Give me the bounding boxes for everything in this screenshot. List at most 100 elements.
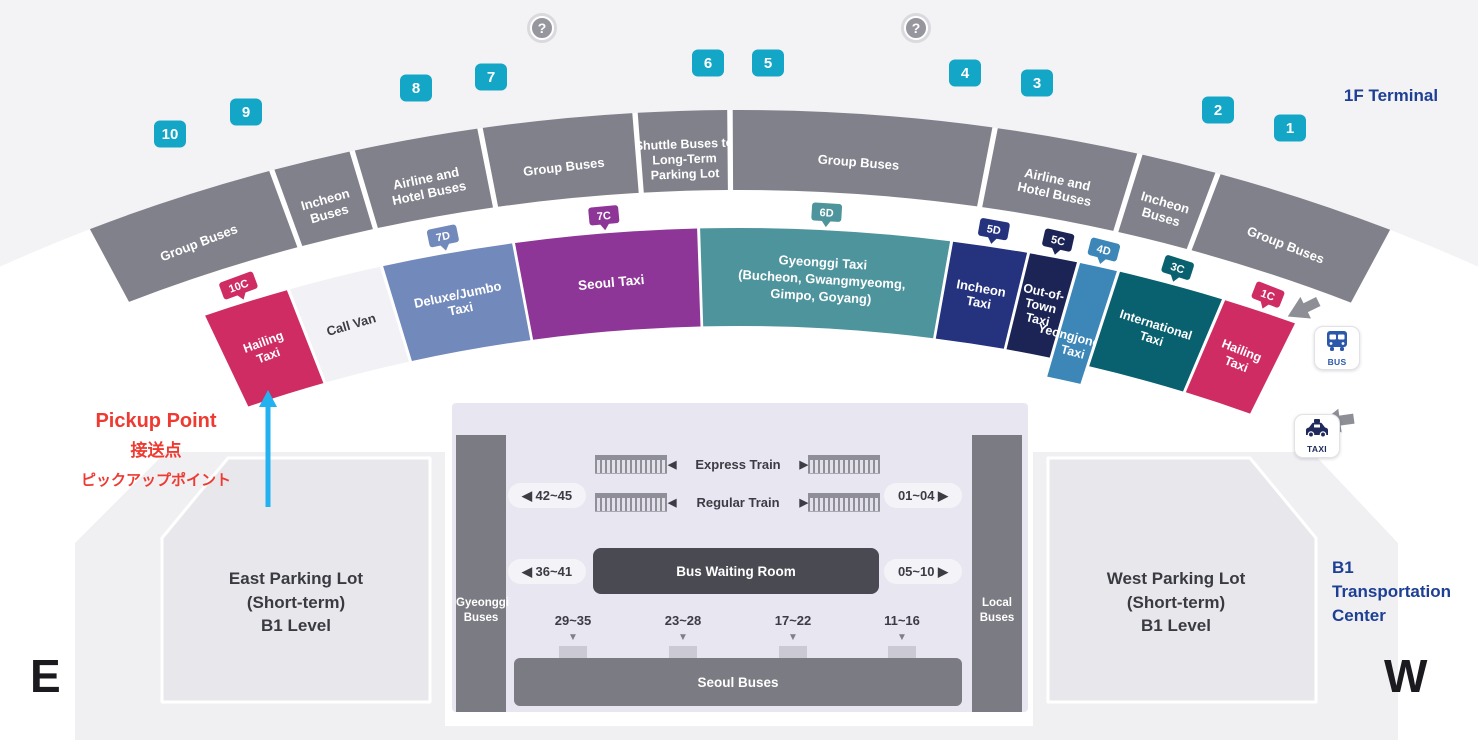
east-parking-shape bbox=[160, 456, 432, 704]
east-parking-line: East Parking Lot bbox=[228, 569, 364, 588]
local-line: Local bbox=[981, 597, 1013, 609]
gates-05-10-badge[interactable]: 05~10 ▶ bbox=[884, 559, 962, 584]
gate-11-16: 11~16 ▼ bbox=[862, 613, 942, 646]
gates-42-45-badge[interactable]: ◀ 42~45 bbox=[508, 483, 586, 508]
svg-text:7C: 7C bbox=[596, 210, 611, 223]
local-buses-label: Local Buses bbox=[972, 596, 1022, 626]
zone-label: Seoul Taxi bbox=[577, 272, 645, 293]
gates-36-41-badge[interactable]: ◀ 36~41 bbox=[508, 559, 586, 584]
platform-icon bbox=[808, 493, 880, 512]
stop-number-9[interactable]: 9 bbox=[230, 98, 262, 126]
bus-zone-shuttle-buses-longterm[interactable]: Shuttle Buses toLong-TermParking Lot bbox=[634, 110, 735, 193]
svg-text:10: 10 bbox=[162, 126, 179, 143]
svg-text:9: 9 bbox=[242, 104, 250, 121]
taxi-zone-gyeonggi-taxi-6d[interactable]: Gyeonggi Taxi(Bucheon, Gwangmyeomg,Gimpo… bbox=[700, 227, 951, 339]
arrow-right-icon: ▶ bbox=[799, 459, 808, 471]
platform-icon bbox=[595, 493, 667, 512]
svg-text:1: 1 bbox=[1286, 120, 1294, 137]
out-of-town-taxi-5c-shape bbox=[1006, 253, 1077, 358]
taxi-stand-card[interactable]: TAXI bbox=[1294, 414, 1340, 458]
shuttle-buses-longterm-shape bbox=[637, 110, 728, 193]
bus-zone-group-buses-e2[interactable]: Group Buses bbox=[1191, 174, 1391, 303]
east-parking-line: B1 Level bbox=[261, 616, 331, 635]
stop-number-5[interactable]: 5 bbox=[752, 49, 784, 77]
gate-tab bbox=[559, 646, 587, 659]
gyeonggi-taxi-6d-shape bbox=[700, 227, 951, 339]
help-icon[interactable]: ? bbox=[527, 13, 557, 43]
group-buses-e-shape bbox=[732, 109, 993, 207]
gate-23-28: 23~28 ▼ bbox=[643, 613, 723, 646]
taxi-zone-out-of-town-taxi-5c[interactable]: Out-of-TownTaxi bbox=[1006, 253, 1078, 358]
bus-zone-airline-hotel-buses-w[interactable]: Airline andHotel Buses bbox=[354, 128, 493, 228]
zone-label: IncheonTaxi bbox=[953, 276, 1007, 314]
taxi-zone-call-van[interactable]: Call Van bbox=[289, 266, 409, 383]
arrow-right-icon: ▶ bbox=[799, 497, 808, 509]
incheon-taxi-5d-shape bbox=[935, 241, 1028, 349]
bus-zone-airline-hotel-buses-e[interactable]: Airline andHotel Buses bbox=[982, 128, 1138, 231]
taxi-zone-international-taxi-3c[interactable]: InternationalTaxi bbox=[1089, 271, 1222, 392]
bus-zone-group-buses-w2[interactable]: Group Buses bbox=[482, 113, 639, 207]
bus-zone-incheon-buses-e[interactable]: IncheonBuses bbox=[1118, 154, 1216, 249]
gyeonggi-line: Gyeonggi bbox=[456, 597, 510, 609]
taxi-zone-hailing-taxi-10c[interactable]: HailingTaxi bbox=[205, 290, 324, 407]
stop-number-4[interactable]: 4 bbox=[949, 59, 981, 87]
arrow-down-icon: ▼ bbox=[678, 632, 688, 643]
berth-badge-5d: 5D bbox=[978, 218, 1010, 244]
stop-number-8[interactable]: 8 bbox=[400, 74, 432, 102]
gate-tab bbox=[669, 646, 697, 659]
bus-zone-group-buses-w[interactable]: Group Buses bbox=[89, 171, 298, 302]
svg-text:4: 4 bbox=[961, 65, 970, 82]
gate-29-35: 29~35 ▼ bbox=[533, 613, 613, 646]
gate-label: 17~22 bbox=[774, 613, 812, 628]
svg-text:7: 7 bbox=[487, 69, 495, 86]
east-parking-label: East Parking Lot (Short-term) B1 Level bbox=[186, 567, 406, 638]
stop-number-3[interactable]: 3 bbox=[1021, 69, 1053, 97]
pickup-arrow-head bbox=[259, 390, 277, 407]
seoul-buses-bar[interactable]: Seoul Buses bbox=[514, 658, 962, 706]
bus-zone-incheon-buses-w[interactable]: IncheonBuses bbox=[274, 151, 373, 246]
floor-strip bbox=[75, 726, 1398, 740]
stop-number-7[interactable]: 7 bbox=[475, 63, 507, 91]
berth-badge-5c: 5C bbox=[1042, 228, 1075, 255]
svg-text:2: 2 bbox=[1214, 102, 1222, 119]
taxi-card-label: TAXI bbox=[1307, 443, 1327, 454]
gate-tab bbox=[779, 646, 807, 659]
gyeonggi-buses-column[interactable] bbox=[456, 435, 506, 712]
taxi-icon bbox=[1303, 418, 1331, 444]
pickup-point-annotation: Pickup Point 接送点 ピックアップポイント bbox=[36, 410, 276, 490]
gate-label: 11~16 bbox=[884, 613, 920, 628]
east-parking-line: (Short-term) bbox=[246, 592, 346, 612]
zone-label: Group Buses bbox=[817, 151, 900, 172]
bus-zone-group-buses-e[interactable]: Group Buses bbox=[732, 109, 993, 207]
taxi-zone-hailing-taxi-1c[interactable]: HailingTaxi bbox=[1185, 300, 1295, 414]
gates-01-04-badge[interactable]: 01~04 ▶ bbox=[884, 483, 962, 508]
svg-text:7D: 7D bbox=[435, 230, 451, 245]
bus-waiting-room[interactable]: Bus Waiting Room bbox=[593, 548, 879, 594]
group-buses-w-shape bbox=[89, 171, 298, 302]
taxi-zone-seoul-taxi-7c[interactable]: Seoul Taxi bbox=[515, 228, 701, 340]
taxi-zone-incheon-taxi-5d[interactable]: IncheonTaxi bbox=[935, 241, 1028, 349]
svg-text:1C: 1C bbox=[1259, 288, 1277, 304]
local-buses-column[interactable] bbox=[972, 435, 1022, 712]
international-taxi-3c-shape bbox=[1089, 271, 1222, 392]
platform-icon bbox=[808, 455, 880, 474]
east-letter: E bbox=[30, 650, 61, 702]
stop-number-2[interactable]: 2 bbox=[1202, 96, 1234, 124]
b1-label-line: B1 bbox=[1332, 558, 1354, 577]
help-icon[interactable]: ? bbox=[901, 13, 931, 43]
local-line: Buses bbox=[979, 612, 1015, 624]
stop-number-1[interactable]: 1 bbox=[1274, 114, 1306, 142]
taxi-zone-deluxe-jumbo-taxi-7d[interactable]: Deluxe/JumboTaxi bbox=[383, 243, 531, 361]
zone-label: Shuttle Buses toLong-TermParking Lot bbox=[634, 136, 735, 184]
b1-transportation-center-label: B1 Transportation Center bbox=[1332, 556, 1451, 628]
seoul-taxi-7c-shape bbox=[515, 228, 701, 340]
hailing-taxi-1c-shape bbox=[1185, 300, 1295, 414]
regular-train-label: Regular Train bbox=[696, 495, 780, 510]
stop-number-10[interactable]: 10 bbox=[154, 120, 186, 148]
gate-17-22: 17~22 ▼ bbox=[753, 613, 833, 646]
west-parking-label: West Parking Lot (Short-term) B1 Level bbox=[1066, 567, 1286, 638]
gyeonggi-line: Buses bbox=[463, 612, 499, 624]
incheon-buses-w-shape bbox=[274, 151, 373, 246]
stop-number-6[interactable]: 6 bbox=[692, 49, 724, 77]
bus-stop-card[interactable]: BUS bbox=[1314, 326, 1360, 370]
